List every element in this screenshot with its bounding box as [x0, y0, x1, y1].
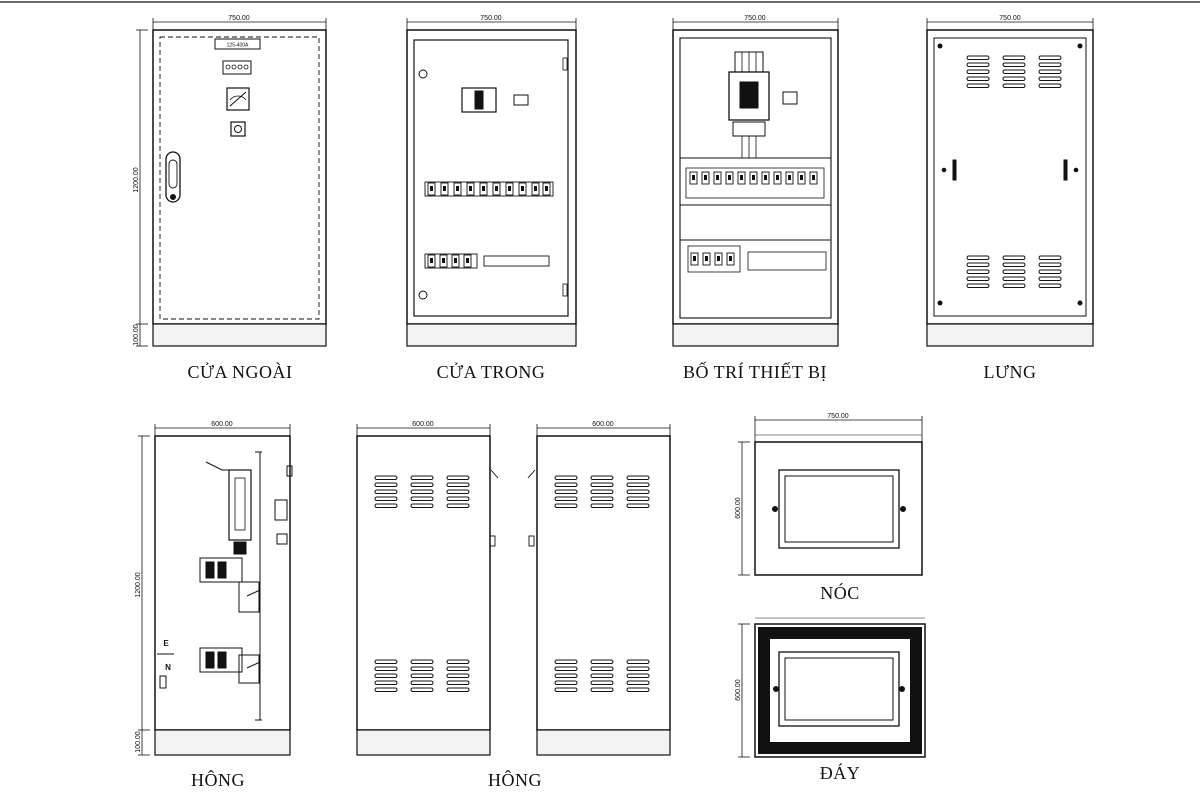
roof-width-dim: 750.00	[827, 413, 849, 420]
inner-door-mcb-row-1	[427, 182, 551, 196]
inner-door-mcb-row-2	[427, 254, 472, 268]
equipment-mcb-row-1	[689, 171, 818, 185]
label-equipment-layout: BỐ TRÍ THIẾT BỊ	[682, 362, 828, 382]
outer-door-height-dim: 1200.00	[133, 167, 140, 192]
side-section-height-dim: 1200.00	[135, 572, 142, 597]
view-equipment-layout	[672, 18, 839, 347]
label-inner-door: CỬA TRONG	[436, 362, 546, 382]
inner-door-width-dim: 750.00	[480, 15, 502, 22]
label-bottom: ĐÁY	[819, 763, 861, 783]
view-side-panels	[356, 424, 671, 756]
view-back	[926, 18, 1094, 347]
side-panel-right-depth-dim: 600.00	[592, 421, 614, 428]
back-vents	[966, 55, 1062, 288]
view-side-section	[138, 424, 293, 756]
label-outer-door: CỬA NGOÀI	[187, 362, 293, 382]
side-panel-vents	[374, 475, 650, 692]
outer-door-base-dim: 100.00	[133, 324, 140, 346]
equipment-width-dim: 750.00	[744, 15, 766, 22]
side-panel-left-depth-dim: 600.00	[412, 421, 434, 428]
earth-marker: E	[163, 639, 169, 648]
roof-depth-dim: 600.00	[735, 497, 742, 519]
side-section-depth-dim: 600.00	[211, 421, 233, 428]
bottom-depth-dim: 600.00	[735, 679, 742, 701]
door-nameplate-text: 125-400A	[227, 43, 249, 49]
label-roof: NÓC	[820, 583, 860, 603]
equipment-mcb-row-2	[690, 252, 735, 266]
neutral-marker: N	[165, 663, 171, 672]
view-inner-door	[406, 18, 577, 347]
outer-door-width-dim: 750.00	[228, 15, 250, 22]
view-bottom	[738, 617, 926, 758]
view-outer-door	[136, 18, 327, 347]
view-roof	[738, 416, 923, 576]
label-side-section: HÔNG	[191, 770, 245, 790]
label-back: LƯNG	[983, 362, 1037, 382]
back-width-dim: 750.00	[999, 15, 1021, 22]
label-side-panels: HÔNG	[488, 770, 542, 790]
side-section-base-dim: 100.00	[135, 731, 142, 753]
